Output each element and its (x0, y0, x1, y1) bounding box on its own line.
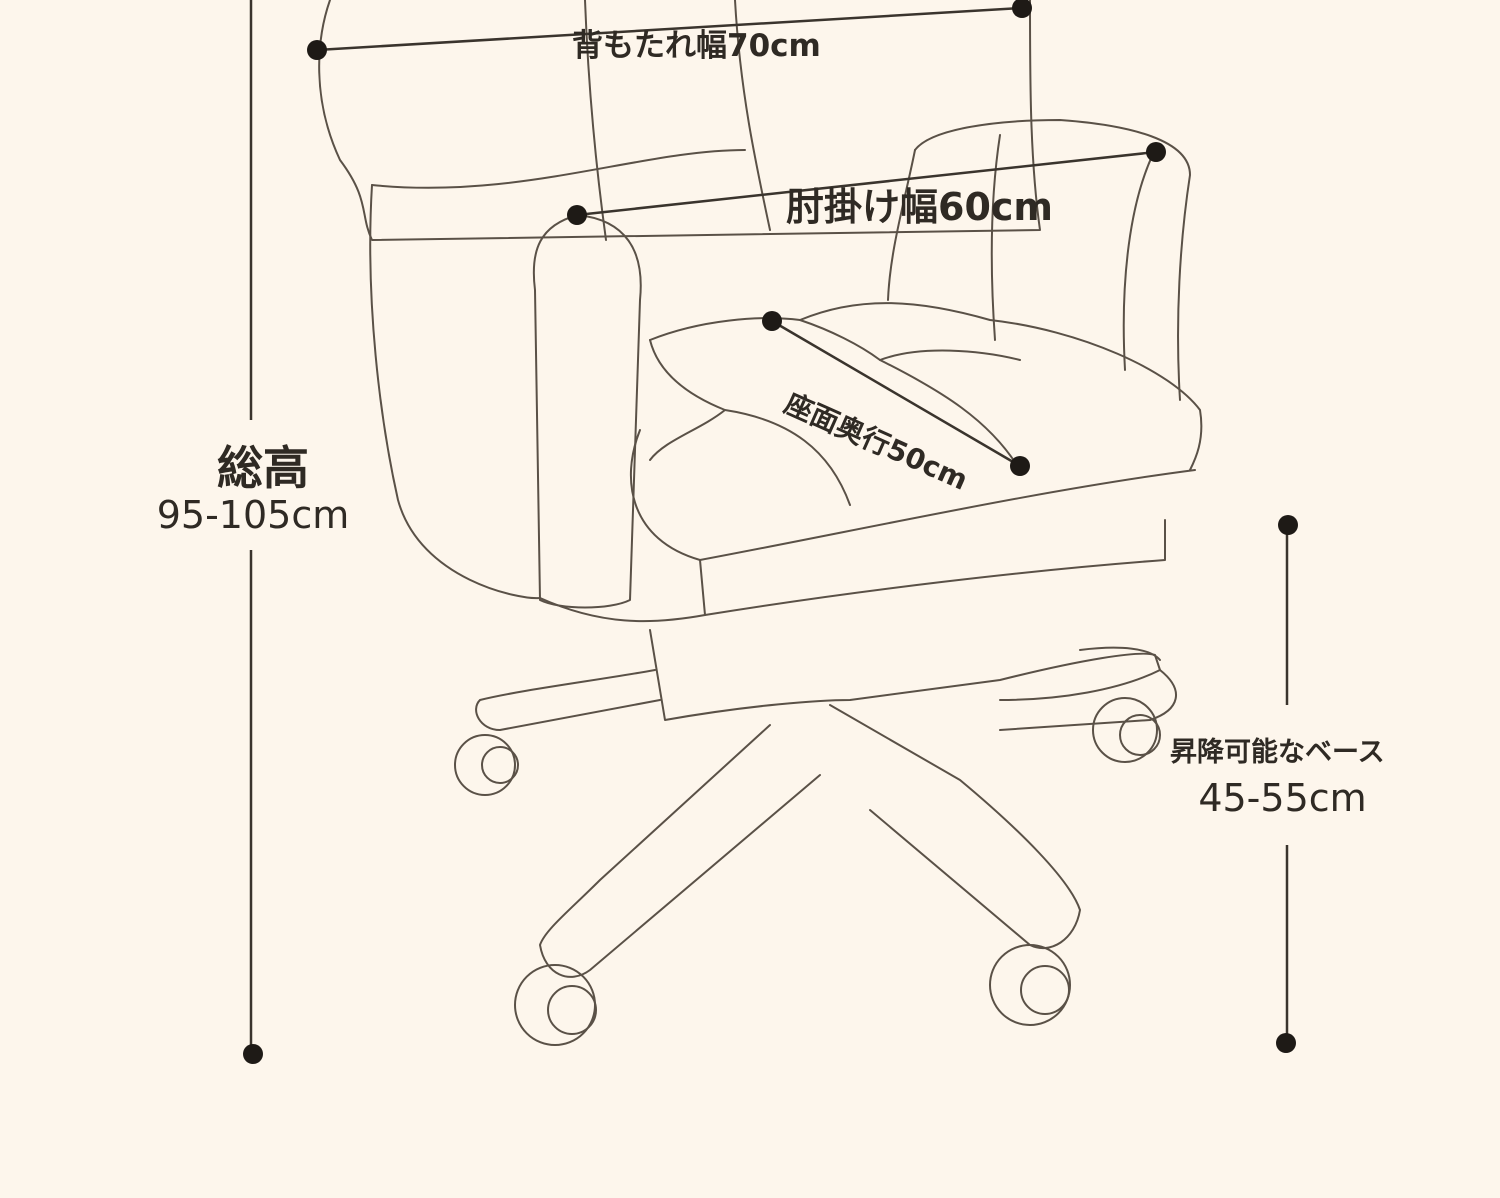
chair-side-left (369, 184, 541, 600)
base-leg-right (999, 669, 1177, 731)
base-leg-front-right (829, 704, 1081, 950)
backrest-width-label: 背もたれ幅70cm (572, 28, 821, 64)
caster-right (1092, 697, 1158, 763)
caster-right-hub (1119, 714, 1161, 756)
seat-depth-start-dot (762, 311, 782, 331)
base-height-top-dot (1278, 515, 1298, 535)
caster-front-left (514, 964, 596, 1046)
armrest-right-seam (990, 134, 1001, 341)
caster-front-right (989, 944, 1071, 1026)
total-height-value: 95-105cm (156, 493, 350, 537)
gas-lift-top (1079, 646, 1161, 661)
seat-front (629, 429, 1196, 561)
armrest-width-line (576, 150, 1157, 217)
base-leg-left (475, 669, 661, 731)
seat-bottom (539, 597, 706, 623)
backrest-panel (371, 149, 746, 189)
backrest-seam-right (734, 0, 771, 231)
caster-front-right-hub (1020, 965, 1070, 1015)
caster-front-left-hub (547, 985, 597, 1035)
armrest-right-inner (887, 149, 916, 301)
seat-base-front (699, 519, 1166, 616)
base-height-title: 昇降可能なベース (1170, 737, 1385, 768)
armrest-left (532, 214, 642, 609)
caster-left-hub (481, 746, 519, 784)
base-height-bottom-dot (1276, 1033, 1296, 1053)
base-leg-front-left (539, 724, 821, 978)
base-height-value: 45-55cm (1198, 776, 1367, 820)
seat-tuft-2 (724, 409, 851, 506)
backrest-width-start-dot (307, 40, 327, 60)
backrest-seam-left (584, 0, 607, 241)
seat-tuft-1 (649, 339, 726, 461)
backrest-width-line (316, 6, 1023, 52)
armrest-right-edge (1122, 149, 1156, 371)
armrest-width-end-dot (1146, 142, 1166, 162)
seat-tuft-4 (879, 359, 1021, 471)
seat-top (649, 302, 1203, 471)
gas-lift (649, 629, 1161, 721)
total-height-end-dot (243, 1044, 263, 1064)
caster-left (454, 734, 516, 796)
backrest-width-end-dot (1012, 0, 1032, 18)
armrest-width-start-dot (567, 205, 587, 225)
total-height-title: 総高 (217, 441, 309, 495)
backrest-outline (318, 0, 1041, 241)
seat-depth-end-dot (1010, 456, 1030, 476)
seat-depth-line (771, 319, 1021, 468)
armrest-width-label: 肘掛け幅60cm (786, 185, 1054, 229)
seat-tuft-3 (799, 319, 1021, 361)
armrest-right (914, 119, 1191, 401)
